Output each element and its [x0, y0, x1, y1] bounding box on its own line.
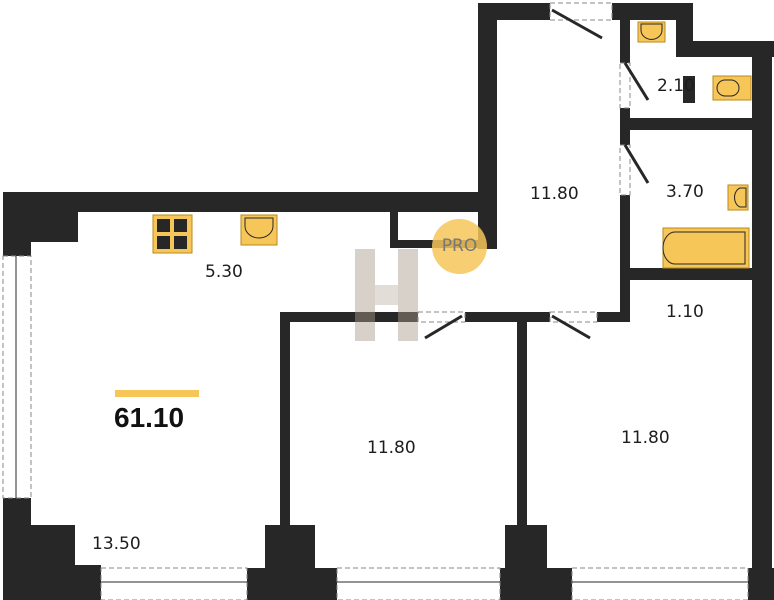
- room-area-bedroom-1: 11.80: [367, 438, 416, 458]
- watermark-logo: [355, 249, 418, 341]
- bath-sink-icon: [727, 184, 749, 211]
- kitchen-sink-icon: [240, 214, 278, 246]
- room-area-hall: 11.80: [530, 184, 579, 204]
- room-area-living: 13.50: [92, 534, 141, 554]
- watermark-badge: PRO: [432, 219, 487, 274]
- walls: [3, 3, 774, 600]
- doors: [417, 2, 650, 340]
- total-area-bar: [115, 390, 199, 397]
- wc-sink-icon: [637, 21, 666, 43]
- room-area-kitchen: 5.30: [205, 262, 243, 282]
- room-area-bathroom: 3.70: [666, 182, 704, 202]
- room-area-wc: 2.10: [657, 76, 695, 96]
- room-area-storage: 1.10: [666, 302, 704, 322]
- total-area: 61.10: [114, 402, 185, 433]
- windows: [2, 255, 749, 600]
- stove-icon: [152, 214, 193, 254]
- bathtub-icon: [662, 227, 750, 269]
- toilet-icon: [712, 75, 752, 101]
- room-area-bedroom-2: 11.80: [621, 428, 670, 448]
